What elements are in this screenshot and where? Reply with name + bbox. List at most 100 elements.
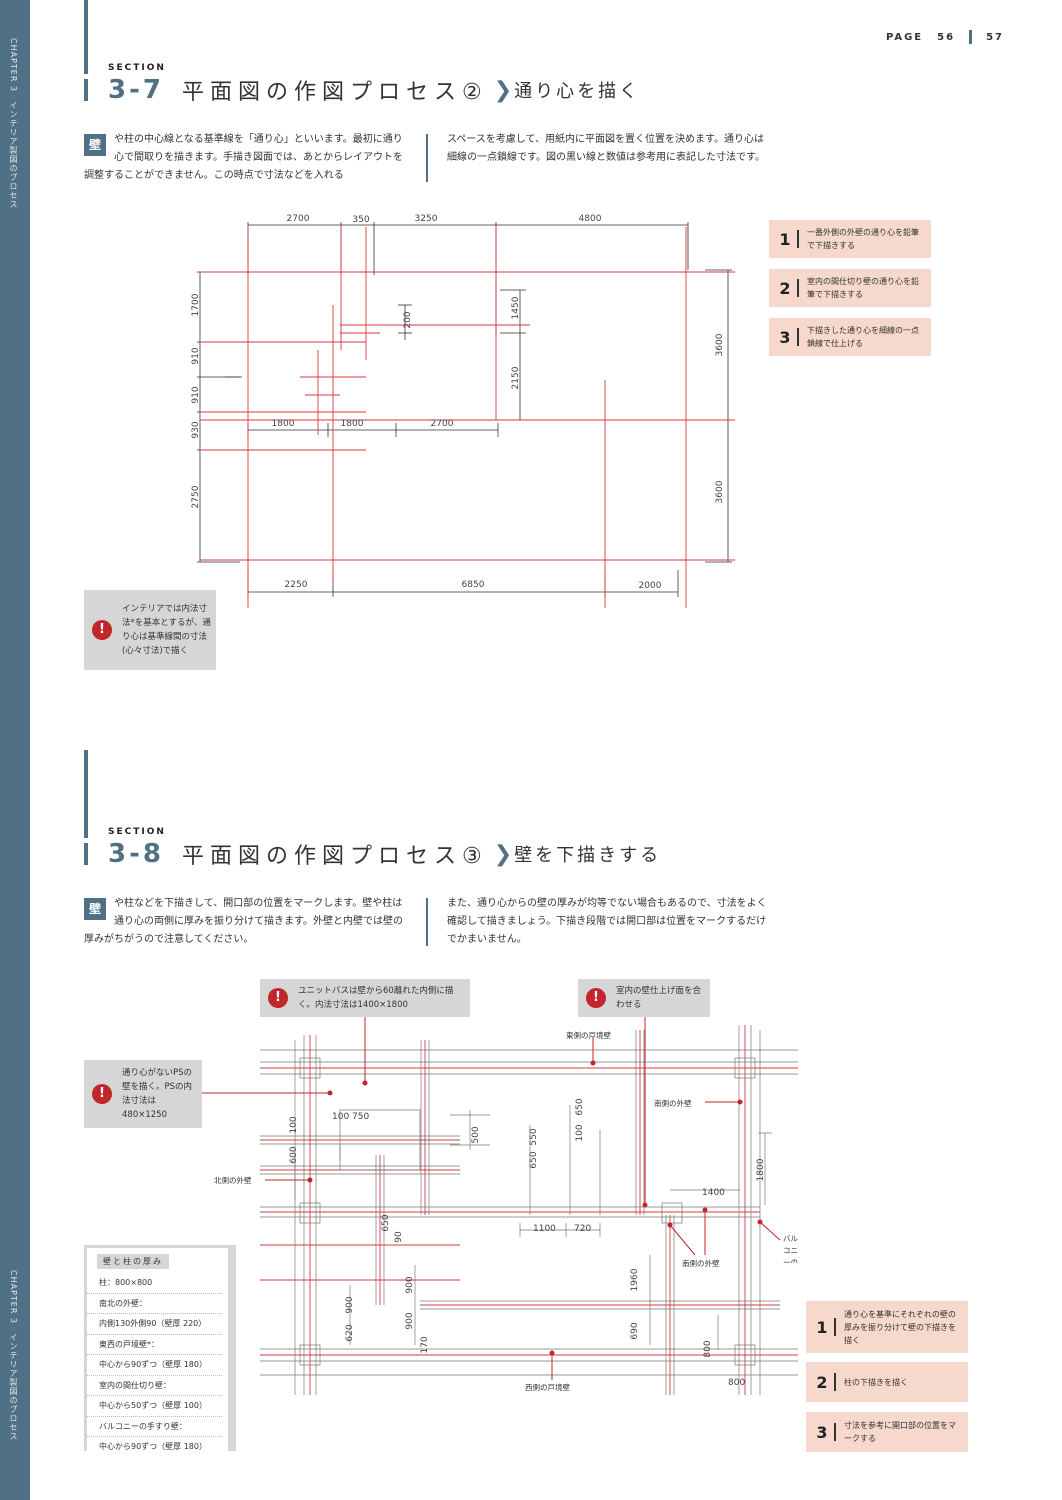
dim-left-5: 2750 [191,485,201,508]
dim-inner-1: 200 [403,311,413,328]
step-text: 柱の下描きを描く [844,1377,908,1387]
dim-14: 650 [381,1214,391,1231]
dim-9: 100 [575,1124,585,1141]
intro-column-2: スペースを考慮して、用紙内に平面図を置く位置を決めます。通り心は細線の一点鎖線で… [447,131,771,167]
intro-text-2: スペースを考慮して、用紙内に平面図を置く位置を決めます。通り心は細線の一点鎖線で… [447,134,765,163]
step-number: 2 [779,278,791,298]
step-text: 下描きした通り心を細線の一点鎖線で仕上げる [807,326,919,348]
step-text: 室内の間仕切り壁の通り心を鉛筆で下描きする [807,277,919,299]
note-text: 通り心がないPSの壁を描く。PSの内法寸法は480×1250 [122,1068,193,1120]
step-2: 2 室内の間仕切り壁の通り心を鉛筆で下描きする [769,269,931,307]
dim-bottom-1: 2250 [285,580,308,590]
legend-item: バルコニーの手すり壁： [87,1417,222,1437]
section-title: 平面図の作図プロセス③ [181,844,488,869]
note-text: インテリアでは内法寸法*を基本とするが、通り心は基準線間の寸法(心々寸法)で描く [122,604,211,656]
section-marker-bar [84,0,88,74]
dim-left-3: 910 [191,386,201,403]
chevron-right-icon: ❯ [493,77,513,103]
legend-item: 内側130外側90（壁厚 220） [87,1314,222,1335]
dim-12: 1100 [533,1224,556,1234]
dim-left-1: 1700 [191,293,201,316]
step-text: 寸法を参考に開口部の位置をマークする [844,1421,956,1443]
caution-note-wall-finish: ! 室内の壁仕上げ面を合わせる [578,979,710,1017]
kabe-initial: 壁 [84,898,106,920]
dim-1: 100 [332,1112,349,1122]
heading-bar [84,843,88,865]
exclamation-icon: ! [92,620,112,640]
column-divider [426,898,428,946]
exclamation-icon: ! [586,988,606,1008]
dim-18: 620 [345,1324,355,1341]
dim-11: 1400 [702,1188,725,1198]
dim-left-2: 910 [191,347,201,364]
legend-title: 壁と柱の厚み [97,1254,169,1269]
chevron-right-icon: ❯ [493,841,513,867]
dim-bottom-3: 2000 [639,581,662,591]
dim-inner-3: 2150 [511,366,521,389]
step-3: 3 寸法を参考に開口部の位置をマークする [806,1412,968,1452]
intro-column-1: 壁 や柱の中心線となる基準線を「通り心」といいます。最初に通り心で間取りを描きま… [84,131,408,185]
dim-21: 1960 [630,1268,640,1291]
step-text: 一番外側の外壁の通り心を鉛筆で下描きする [807,228,919,250]
dim-10: 1800 [756,1158,766,1181]
dim-24: 800 [728,1378,745,1388]
dim-22: 690 [630,1322,640,1339]
kabe-initial: 壁 [84,134,106,156]
dim-inner-5: 1800 [341,419,364,429]
legend-item: 中心から90ずつ（壁厚 180） [87,1355,222,1376]
caution-note-unit-bath: ! ユニットバスは壁から60離れた内側に描く。内法寸法は1400×1800 [260,979,470,1017]
step-divider [797,279,799,297]
section-label: SECTION [108,827,166,837]
dim-top-3: 3250 [415,214,438,224]
dim-inner-4: 1800 [272,419,295,429]
dim-8: 650 [575,1098,585,1115]
dim-23: 800 [703,1340,713,1357]
step-divider [834,1318,836,1336]
dim-6: 650 [529,1151,539,1168]
dim-2: 750 [352,1112,369,1122]
section-title: 平面図の作図プロセス② [181,80,488,105]
intro-column-2: また、通り心からの壁の厚みが均等でない場合もあるので、寸法をよく確認して描きまし… [447,895,771,949]
section-heading: 3-8 平面図の作図プロセス③ ❯ 壁を下描きする [84,838,661,870]
step-divider [797,328,799,346]
caution-note-ps: ! 通り心がないPSの壁を描く。PSの内法寸法は480×1250 [84,1060,202,1128]
caution-note: ! インテリアでは内法寸法*を基本とするが、通り心は基準線間の寸法(心々寸法)で… [84,590,216,670]
dim-15: 90 [394,1231,404,1243]
dim-top-2: 350 [352,215,369,225]
dim-inner-6: 2700 [431,419,454,429]
legend-item: 中心から50ずつ（壁厚 100） [87,1396,222,1417]
page-separator [969,30,973,44]
dim-17: 900 [345,1296,355,1313]
intro-text-1: や柱などを下描きして、開口部の位置をマークします。壁や柱は通り心の両側に厚みを振… [84,898,403,945]
page-left: 56 [937,31,956,43]
grid-line-plan-diagram: 2700 350 3250 4800 1700 910 910 930 2750… [191,214,735,608]
step-number: 1 [816,1317,828,1337]
intro-column-1: 壁 や柱などを下描きして、開口部の位置をマークします。壁や柱は通り心の両側に厚み… [84,895,408,949]
exclamation-icon: ! [92,1084,112,1104]
step-number: 1 [779,229,791,249]
page-number: PAGE 56 57 [886,30,1004,44]
legend-item: 南北の外壁： [87,1294,222,1314]
page-right: 57 [986,31,1004,43]
chapter-spine: CHAPTER 3 インテリア製図のプロセス CHAPTER 3 インテリア製図… [0,0,30,1500]
section-number: 3-8 [108,839,164,869]
dimension-values: 2700 350 3250 4800 1700 910 910 930 2750… [191,214,725,591]
note-text: ユニットバスは壁から60離れた内側に描く。内法寸法は1400×1800 [298,986,454,1010]
page-label: PAGE [885,31,924,43]
step-number: 3 [779,327,791,347]
spine-label-top: CHAPTER 3 インテリア製図のプロセス [9,38,18,210]
legend-item: 室内の間仕切り壁： [87,1376,222,1396]
label-south-outer-wall: 南側の外壁 [654,1098,692,1108]
wall-sketch-diagram: 東側の戸境壁 南側の外壁 北側の外壁 南側の外壁 バルコニーの手すり壁 西側の戸… [202,1017,798,1395]
column-divider [426,134,428,182]
step-2: 2 柱の下描きを描く [806,1362,968,1402]
dim-left-4: 930 [191,421,201,438]
dim-right-2: 3600 [715,480,725,503]
exclamation-icon: ! [268,988,288,1008]
legend-item: 中心から90ずつ（壁厚 180） [87,1437,222,1451]
dim-inner-2: 1450 [511,296,521,319]
label-north-outer-wall: 北側の外壁 [214,1175,252,1185]
dim-4: 600 [289,1146,299,1163]
grid-lines [200,227,735,608]
section-heading: 3-7 平面図の作図プロセス② ❯ 通り心を描く [84,74,640,106]
